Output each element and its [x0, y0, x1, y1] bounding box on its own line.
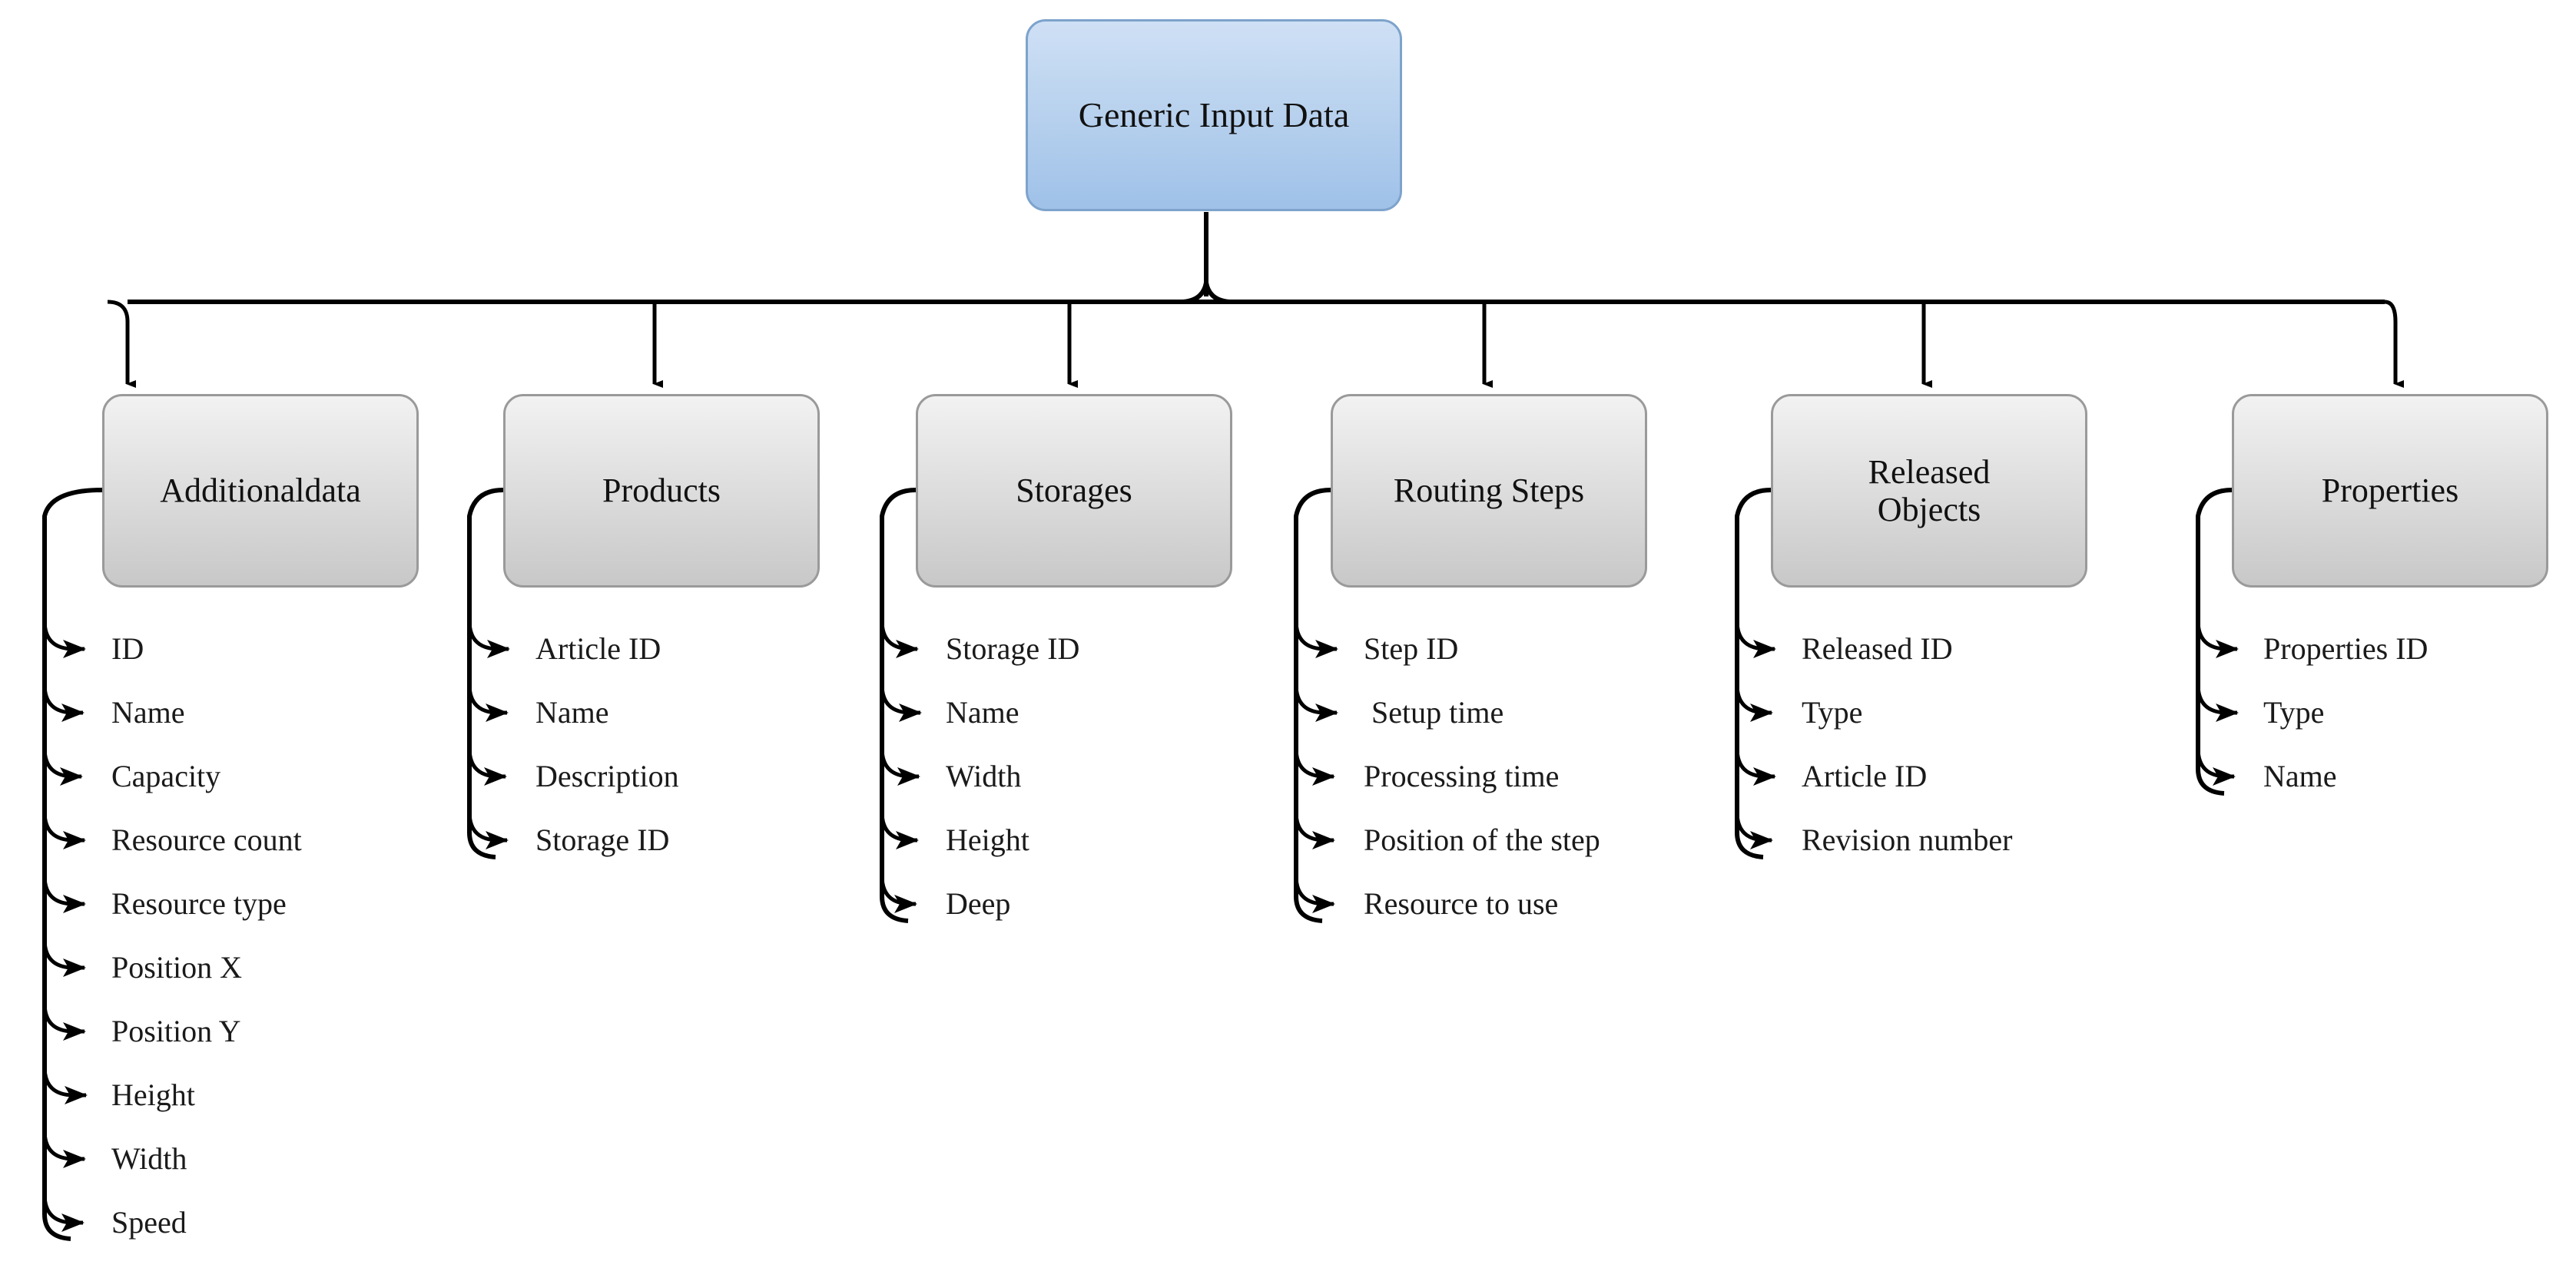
node-storages[interactable]: Storages [916, 394, 1232, 588]
arrow-to-additionaldata [107, 300, 136, 388]
leaf-item: Type [1802, 695, 1863, 730]
node-label: Products [602, 472, 721, 510]
leaf-item: Resource type [111, 886, 287, 921]
leaf-item: Properties ID [2263, 631, 2428, 666]
leaf-item: Speed [111, 1205, 187, 1240]
node-label: Storages [1016, 472, 1132, 510]
node-label: Properties [2321, 472, 2459, 510]
leaf-item: Storage ID [535, 823, 670, 857]
node-properties[interactable]: Properties [2232, 394, 2548, 588]
leaf-item: Deep [946, 886, 1011, 921]
leaf-item: Setup time [1364, 695, 1504, 730]
leaf-item: Width [111, 1141, 187, 1176]
leaf-item: Article ID [535, 631, 661, 666]
root-to-children-bus [128, 212, 2385, 304]
leaf-item: Position X [111, 950, 243, 985]
leaf-trunks [42, 488, 2233, 1241]
node-label-line-2: Objects [1877, 491, 1981, 528]
node-label: Additionaldata [160, 472, 361, 510]
node-label: Routing Steps [1393, 472, 1585, 510]
leaf-item: Resource count [111, 823, 302, 857]
leaf-item: Name [111, 695, 185, 730]
leaf-item: Article ID [1802, 759, 1928, 793]
node-released-objects[interactable]: Released Objects [1771, 394, 2087, 588]
leaf-item: Description [535, 759, 679, 793]
leaf-item: Revision number [1802, 823, 2013, 857]
leaf-item: Position Y [111, 1014, 241, 1048]
leaf-item: Storage ID [946, 631, 1080, 666]
leaf-item: Height [111, 1078, 195, 1112]
leaf-item: Step ID [1364, 631, 1459, 666]
arrow-to-properties [2384, 300, 2404, 388]
node-label-line-1: Released [1868, 452, 1991, 491]
leaf-item: Name [946, 695, 1019, 730]
node-label: Released Objects [1861, 453, 1998, 529]
leaf-item: ID [111, 631, 144, 666]
node-label: Generic Input Data [1078, 95, 1350, 135]
node-products[interactable]: Products [503, 394, 820, 588]
leaf-item: Position of the step [1364, 823, 1600, 857]
leaf-item: Capacity [111, 759, 221, 793]
node-routing-steps[interactable]: Routing Steps [1331, 394, 1647, 588]
leaf-item: Resource to use [1364, 886, 1559, 921]
leaf-item: Type [2263, 695, 2325, 730]
node-additionaldata[interactable]: Additionaldata [102, 394, 419, 588]
leaf-item: Name [535, 695, 609, 730]
leaf-arrows [42, 620, 2239, 1232]
leaf-item: Processing time [1364, 759, 1560, 793]
leaf-item: Width [946, 759, 1022, 793]
child-arrows [107, 300, 2404, 388]
leaf-item: Height [946, 823, 1029, 857]
leaf-item: Released ID [1802, 631, 1953, 666]
leaf-item: Name [2263, 759, 2337, 793]
node-generic-input-data[interactable]: Generic Input Data [1026, 19, 1402, 211]
